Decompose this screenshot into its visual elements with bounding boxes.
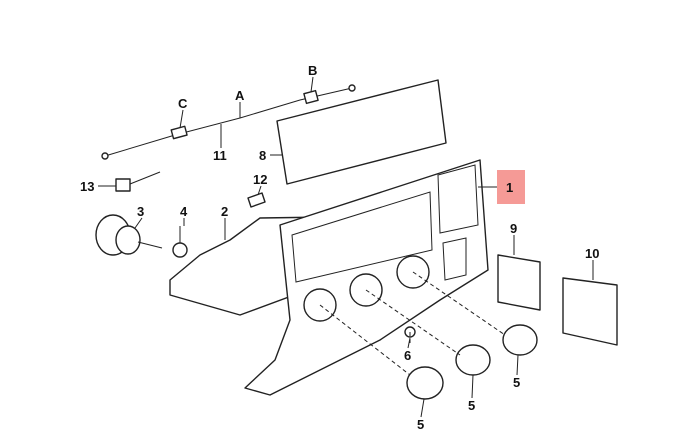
cover-plate (276, 79, 447, 185)
callout-2[interactable]: 2 (221, 204, 228, 219)
highlight-box (497, 170, 525, 204)
callout-11[interactable]: 11 (213, 148, 227, 163)
control-panel (244, 159, 489, 396)
clamp (115, 178, 131, 192)
callout-9[interactable]: 9 (510, 221, 517, 236)
callout-10[interactable]: 10 (585, 246, 599, 261)
callout-12[interactable]: 12 (253, 172, 267, 187)
callout-5[interactable]: 5 (513, 375, 520, 390)
leader-lines (98, 76, 594, 418)
callout-B[interactable]: B (308, 63, 317, 78)
rocker-switch (497, 254, 541, 311)
callout-5[interactable]: 5 (468, 398, 475, 413)
callout-8[interactable]: 8 (259, 148, 266, 163)
switch-block (562, 277, 618, 346)
blower-switch (95, 214, 163, 256)
callout-1[interactable]: 1 (506, 180, 513, 195)
knobs (406, 324, 538, 400)
callout-6[interactable]: 6 (404, 348, 411, 363)
callout-4[interactable]: 4 (180, 204, 188, 219)
bolt (172, 226, 188, 258)
callout-13[interactable]: 13 (80, 179, 94, 194)
callout-C[interactable]: C (178, 96, 188, 111)
callout-5[interactable]: 5 (417, 417, 424, 432)
callout-A[interactable]: A (235, 88, 245, 103)
callout-3[interactable]: 3 (137, 204, 144, 219)
screw (247, 192, 266, 208)
